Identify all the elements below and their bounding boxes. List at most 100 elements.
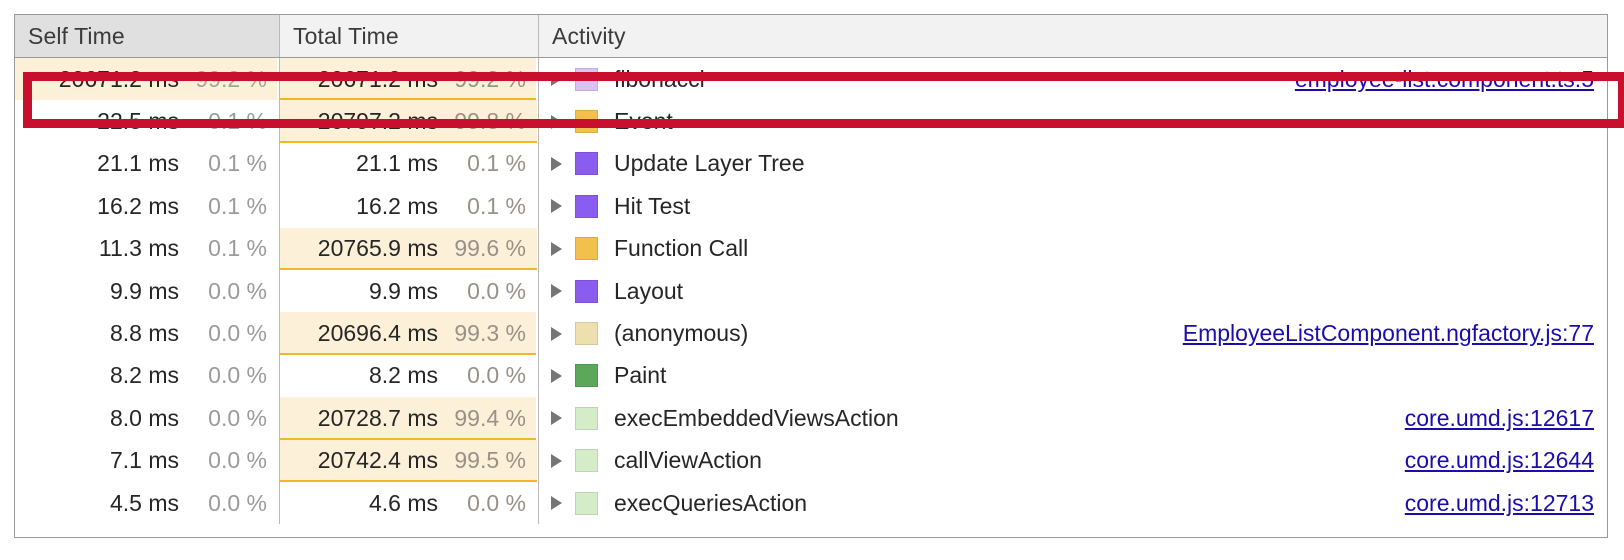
column-header-self-time[interactable]: Self Time bbox=[15, 15, 280, 57]
cell-activity: Event bbox=[539, 100, 1607, 142]
total-time-percent: 99.3 % bbox=[454, 320, 526, 347]
source-location-link[interactable]: core.umd.js:12644 bbox=[1404, 447, 1594, 474]
expand-triangle-icon[interactable] bbox=[551, 199, 562, 214]
self-time-value: 8.8 ms bbox=[109, 320, 179, 347]
source-location-link[interactable]: employee-list.component.ts:5 bbox=[1294, 65, 1594, 92]
total-time-value: 16.2 ms bbox=[356, 192, 438, 219]
expand-triangle-icon[interactable] bbox=[551, 284, 562, 299]
total-time-percent: 0.0 % bbox=[467, 277, 526, 304]
cell-activity: execEmbeddedViewsAction core.umd.js:12617 bbox=[539, 397, 1607, 439]
column-header-total-time[interactable]: Total Time bbox=[280, 15, 539, 57]
self-time-value: 20671.2 ms bbox=[58, 65, 179, 92]
table-row[interactable]: 7.1 ms 0.0 % 20742.4 ms 99.5 % callViewActio… bbox=[15, 439, 1607, 482]
total-time-percent: 99.2 % bbox=[454, 65, 526, 92]
column-header-activity-label: Activity bbox=[552, 22, 626, 49]
total-time-percent: 0.1 % bbox=[467, 192, 526, 219]
activity-name: Paint bbox=[614, 362, 667, 389]
self-time-percent: 0.1 % bbox=[208, 192, 267, 219]
category-color-swatch-icon bbox=[575, 194, 598, 218]
self-time-value: 4.5 ms bbox=[109, 489, 179, 516]
expand-triangle-icon[interactable] bbox=[551, 368, 562, 383]
self-time-percent: 0.0 % bbox=[208, 404, 267, 431]
cell-activity: Function Call bbox=[539, 228, 1607, 270]
cell-activity: Hit Test bbox=[539, 185, 1607, 227]
performance-bottom-up-table: Self Time Total Time Activity 20671.2 ms… bbox=[14, 14, 1624, 538]
column-header-self-time-label: Self Time bbox=[28, 22, 125, 49]
self-time-value: 8.2 ms bbox=[109, 362, 179, 389]
activity-name: callViewAction bbox=[614, 447, 762, 474]
category-color-swatch-icon bbox=[575, 152, 598, 176]
total-time-percent: 99.5 % bbox=[454, 447, 526, 474]
table-header-row: Self Time Total Time Activity bbox=[15, 15, 1607, 58]
self-time-value: 16.2 ms bbox=[97, 192, 179, 219]
self-time-percent: 0.0 % bbox=[208, 447, 267, 474]
total-time-value: 21.1 ms bbox=[356, 150, 438, 177]
cell-total-time: 21.1 ms 0.1 % bbox=[280, 142, 539, 186]
total-time-percent: 0.0 % bbox=[467, 362, 526, 389]
table-row[interactable]: 8.2 ms 0.0 % 8.2 ms 0.0 % Paint bbox=[15, 354, 1607, 398]
category-color-swatch-icon bbox=[575, 67, 598, 91]
category-color-swatch-icon bbox=[575, 364, 598, 388]
expand-triangle-icon[interactable] bbox=[551, 114, 562, 129]
self-time-percent: 0.0 % bbox=[208, 320, 267, 347]
source-location-link[interactable]: core.umd.js:12617 bbox=[1404, 404, 1594, 431]
total-time-value: 20728.7 ms bbox=[317, 404, 438, 431]
total-time-value: 20765.9 ms bbox=[317, 235, 438, 262]
self-time-value: 8.0 ms bbox=[109, 404, 179, 431]
cell-total-time: 20742.4 ms 99.5 % bbox=[280, 439, 539, 482]
cell-activity: (anonymous)EmployeeListComponent.ngfacto… bbox=[539, 312, 1607, 354]
total-time-value: 20797.2 ms bbox=[317, 108, 438, 135]
cell-self-time: 8.0 ms 0.0 % bbox=[15, 397, 280, 440]
expand-triangle-icon[interactable] bbox=[551, 326, 562, 341]
category-color-swatch-icon bbox=[575, 491, 598, 515]
self-time-value: 11.3 ms bbox=[98, 235, 179, 262]
column-header-total-time-label: Total Time bbox=[293, 22, 399, 49]
category-color-swatch-icon bbox=[575, 406, 598, 430]
self-time-value: 7.1 ms bbox=[109, 447, 179, 474]
activity-name: execQueriesAction bbox=[614, 489, 808, 516]
column-header-activity[interactable]: Activity bbox=[539, 15, 1607, 57]
cell-activity: callViewAction core.umd.js:12644 bbox=[539, 440, 1607, 482]
self-time-percent: 0.1 % bbox=[208, 235, 267, 262]
activity-name: Event bbox=[614, 108, 673, 135]
source-location-link[interactable]: core.umd.js:12713 bbox=[1404, 489, 1594, 516]
cell-self-time: 8.8 ms 0.0 % bbox=[15, 312, 280, 355]
table-row[interactable]: 16.2 ms 0.1 % 16.2 ms 0.1 % Hit Test bbox=[15, 185, 1607, 228]
category-color-swatch-icon bbox=[575, 237, 598, 261]
expand-triangle-icon[interactable] bbox=[551, 411, 562, 426]
expand-triangle-icon[interactable] bbox=[551, 156, 562, 171]
self-time-percent: 0.0 % bbox=[208, 277, 267, 304]
total-time-value: 20742.4 ms bbox=[317, 447, 438, 474]
expand-triangle-icon[interactable] bbox=[551, 241, 562, 256]
expand-triangle-icon[interactable] bbox=[551, 496, 562, 511]
cell-total-time: 8.2 ms 0.0 % bbox=[280, 354, 539, 398]
cell-self-time: 11.3 ms 0.1 % bbox=[15, 227, 280, 270]
total-time-percent: 0.1 % bbox=[467, 150, 526, 177]
activity-name: fibonacci bbox=[614, 65, 705, 92]
source-location-link[interactable]: EmployeeListComponent.ngfactory.js:77 bbox=[1182, 320, 1594, 347]
self-time-percent: 0.0 % bbox=[208, 362, 267, 389]
category-color-swatch-icon bbox=[575, 449, 598, 473]
total-time-value: 4.6 ms bbox=[368, 489, 438, 516]
expand-triangle-icon[interactable] bbox=[551, 72, 562, 87]
cell-activity: Update Layer Tree bbox=[539, 143, 1607, 185]
expand-triangle-icon[interactable] bbox=[551, 453, 562, 468]
activity-name: execEmbeddedViewsAction bbox=[614, 404, 899, 431]
category-color-swatch-icon bbox=[575, 322, 598, 346]
self-time-value: 21.1 ms bbox=[97, 150, 179, 177]
total-time-value: 8.2 ms bbox=[368, 362, 438, 389]
cell-activity: fibonacci employee-list.component.ts:5 bbox=[539, 58, 1607, 100]
